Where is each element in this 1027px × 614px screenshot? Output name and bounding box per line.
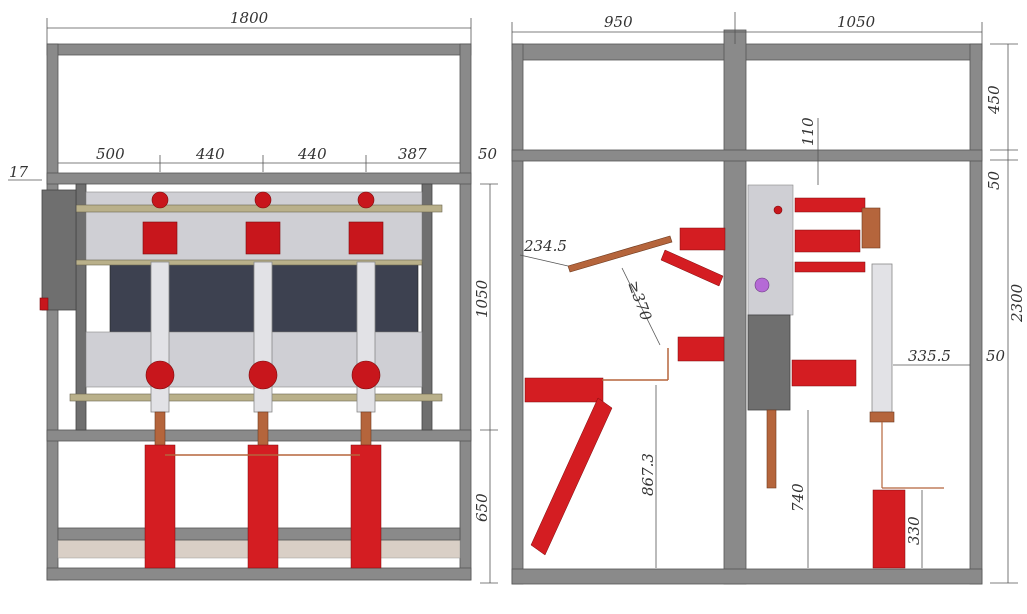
front-frame-bottom bbox=[46, 567, 472, 581]
top-busbar bbox=[69, 204, 443, 213]
dim-side-left-width: 950 bbox=[604, 13, 633, 31]
bottom-insulator bbox=[872, 489, 906, 569]
dim-front-seg4: 387 bbox=[398, 145, 427, 163]
dim-side-fuse-offset: 335.5 bbox=[908, 347, 951, 365]
dim-side-insulator-height: 867.3 bbox=[639, 453, 657, 496]
dim-side-gap-110: 110 bbox=[799, 117, 817, 146]
dim-front-right-offset: 50 bbox=[478, 145, 498, 163]
upper-insulator-mid bbox=[794, 229, 861, 253]
dim-side-arrester-height: 740 bbox=[789, 483, 807, 512]
upper-insulator-top bbox=[794, 197, 866, 213]
phase-b bbox=[245, 191, 281, 569]
front-indicator bbox=[39, 297, 49, 311]
phase-c bbox=[348, 191, 384, 569]
side-frame-mid bbox=[511, 149, 983, 162]
front-frame-left bbox=[46, 43, 59, 581]
earth-rod bbox=[766, 409, 777, 489]
side-frame-center bbox=[723, 29, 747, 585]
left-insulator bbox=[524, 377, 604, 403]
dim-side-base-height: 330 bbox=[905, 516, 923, 545]
dim-front-seg1: 500 bbox=[96, 145, 125, 163]
phase-a bbox=[142, 191, 178, 569]
front-view bbox=[8, 18, 498, 584]
front-mechanism bbox=[41, 189, 77, 311]
dim-side-clearance: ≥370 bbox=[624, 278, 655, 323]
switch-frame-right bbox=[421, 183, 433, 431]
dim-front-upper-height: 1050 bbox=[473, 279, 491, 318]
side-frame-right bbox=[969, 43, 983, 585]
disconnector-arm bbox=[567, 235, 673, 273]
side-frame-bottom bbox=[511, 568, 983, 585]
dim-side-arm-len: 234.5 bbox=[523, 237, 567, 255]
side-view bbox=[511, 12, 1018, 585]
upper-insulator-low bbox=[794, 261, 866, 273]
dim-front-seg2: 440 bbox=[195, 145, 225, 163]
lower-insulator-right bbox=[791, 359, 857, 387]
dim-front-seg3: 440 bbox=[297, 145, 327, 163]
lower-insulator-left bbox=[677, 336, 725, 362]
dim-side-right-width: 1050 bbox=[837, 13, 876, 31]
dim-side-total-height: 2300 bbox=[1008, 283, 1026, 323]
arm-insulator bbox=[679, 227, 726, 251]
dim-front-total-width: 1800 bbox=[230, 9, 269, 27]
mechanism-box bbox=[747, 314, 791, 411]
dim-front-lower-height: 650 bbox=[473, 493, 491, 522]
dim-side-top-height: 450 bbox=[985, 85, 1003, 115]
switch-frame-left bbox=[75, 183, 87, 431]
front-frame-top bbox=[46, 43, 472, 56]
arm-lower-insulator bbox=[660, 249, 724, 287]
side-frame-top bbox=[511, 43, 983, 61]
arrester-left bbox=[530, 397, 613, 556]
side-frame-left bbox=[511, 43, 524, 585]
dim-front-left-offset: 17 bbox=[9, 163, 29, 181]
front-frame-right bbox=[459, 43, 472, 581]
front-frame-mid bbox=[46, 172, 472, 185]
switch-panel bbox=[747, 184, 794, 316]
dim-side-right-margin: 50 bbox=[986, 347, 1006, 365]
side-fuse bbox=[871, 263, 893, 413]
dim-side-offset-top: 50 bbox=[985, 170, 1003, 190]
